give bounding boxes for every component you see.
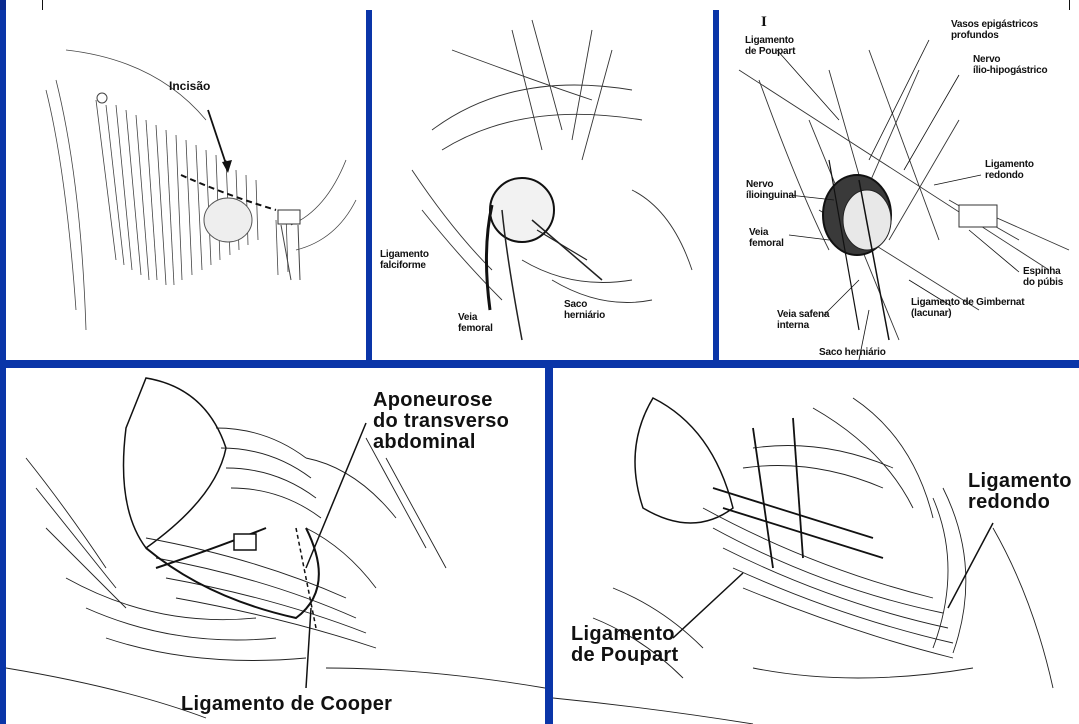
label-incisao: Incisão [169, 80, 210, 93]
frame-corner [0, 0, 6, 10]
panel-poupart: Ligamento redondo Ligamento de Poupart [553, 368, 1079, 724]
frame-horizontal [0, 360, 1079, 368]
label-saco-herniario: Saco herniário [819, 348, 886, 359]
label-ligamento-poupart: Ligamento de Poupart [745, 36, 795, 57]
label-aponeurose: Aponeurose do transverso abdominal [373, 390, 509, 453]
label-ligamento-redondo: Ligamento redondo [985, 160, 1034, 181]
incision-illustration [6, 10, 366, 360]
label-ligamento-gimbernat: Ligamento de Gimbernat (lacunar) [911, 298, 1024, 319]
label-veia-safena: Veia safena interna [777, 310, 829, 331]
label-vasos-epigastricos: Vasos epigástricos profundos [951, 20, 1038, 41]
label-ligamento-poupart: Ligamento de Poupart [571, 624, 678, 666]
panel-femoral-sac: Ligamento falciforme Veia femoral Saco h… [372, 10, 713, 360]
frame-divider-bottom [545, 360, 553, 724]
label-veia-femoral: Veia femoral [458, 313, 493, 334]
figure-numeral: I [761, 15, 767, 31]
label-espinha-pubis: Espinha do púbis [1023, 267, 1063, 288]
poupart-illustration [553, 368, 1079, 724]
panel-cooper: Aponeurose do transverso abdominal Ligam… [6, 368, 545, 724]
label-nervo-ilio-hipogastrico: Nervo ílio-hipogástrico [973, 55, 1047, 76]
label-saco-herniario: Saco herniário [564, 300, 605, 321]
label-ligamento-cooper: Ligamento de Cooper [181, 694, 392, 715]
label-ligamento-redondo: Ligamento redondo [968, 471, 1072, 513]
label-veia-femoral: Veia femoral [749, 228, 784, 249]
panel-incision: Incisão [6, 10, 366, 360]
femoral-sac-illustration [372, 10, 713, 360]
panel-anatomy: I Ligamento de Poupart Vasos epigástrico… [719, 10, 1079, 360]
label-nervo-ilioinguinal: Nervo ílioinguinal [746, 180, 796, 201]
label-ligamento-falciforme: Ligamento falciforme [380, 250, 429, 271]
